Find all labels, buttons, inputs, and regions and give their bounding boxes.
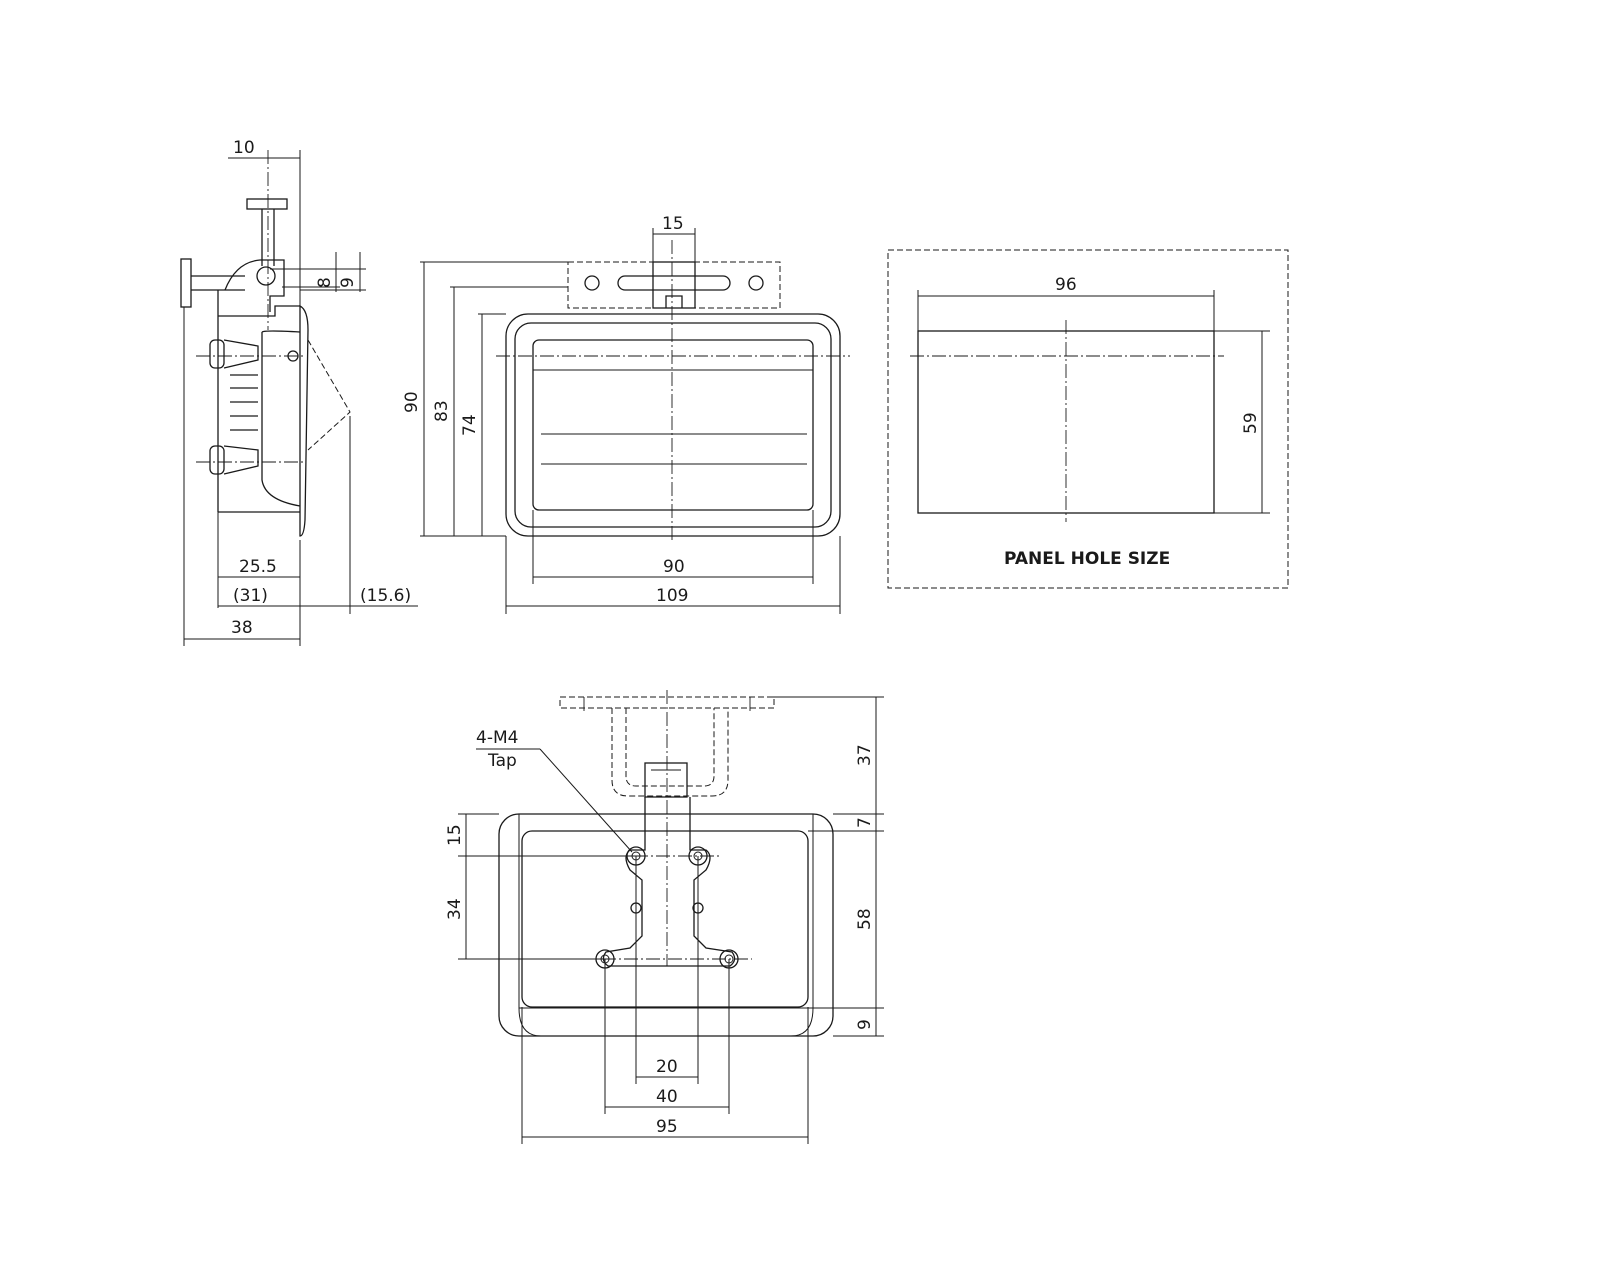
- dim-side-31: (31): [233, 586, 268, 606]
- dim-rear-58: 58: [855, 908, 875, 930]
- dim-front-83: 83: [432, 400, 452, 422]
- dim-rear-20: 20: [656, 1057, 678, 1077]
- dim-front-74: 74: [460, 414, 480, 436]
- dim-rear-7: 7: [855, 817, 875, 828]
- dim-front-90-vertical: 90: [402, 391, 422, 413]
- dim-side-10: 10: [233, 138, 255, 158]
- panel-hole-view: 96 59 PANEL HOLE SIZE: [887, 249, 1289, 589]
- dim-front-109: 109: [656, 586, 688, 606]
- dim-hole-59: 59: [1241, 412, 1261, 434]
- dim-side-15-6: (15.6): [360, 586, 411, 606]
- dim-front-90-horizontal: 90: [663, 557, 685, 577]
- dim-side-9: 9: [338, 277, 358, 288]
- dim-rear-9: 9: [855, 1019, 875, 1030]
- dim-rear-37: 37: [855, 744, 875, 766]
- front-view: 15 90 83 74 90 109: [402, 214, 850, 614]
- tap-size-label: 4-M4: [476, 728, 518, 748]
- panel-hole-size-label: PANEL HOLE SIZE: [1004, 549, 1170, 569]
- dim-front-15: 15: [662, 214, 684, 234]
- dim-rear-40: 40: [656, 1087, 678, 1107]
- tap-label: Tap: [487, 751, 517, 771]
- dim-side-38: 38: [231, 618, 253, 638]
- side-view: 10 8 9 25.5 (31) (15.6) 38: [180, 138, 418, 646]
- dim-rear-95: 95: [656, 1117, 678, 1137]
- dim-side-8: 8: [315, 277, 335, 288]
- rear-view: 4-M4 Tap 37 7 58 9 15 34 20 40 95: [445, 690, 884, 1144]
- dim-side-25-5: 25.5: [239, 557, 277, 577]
- dim-rear-34: 34: [445, 898, 465, 920]
- dim-hole-96: 96: [1055, 275, 1077, 295]
- dim-rear-15: 15: [445, 824, 465, 846]
